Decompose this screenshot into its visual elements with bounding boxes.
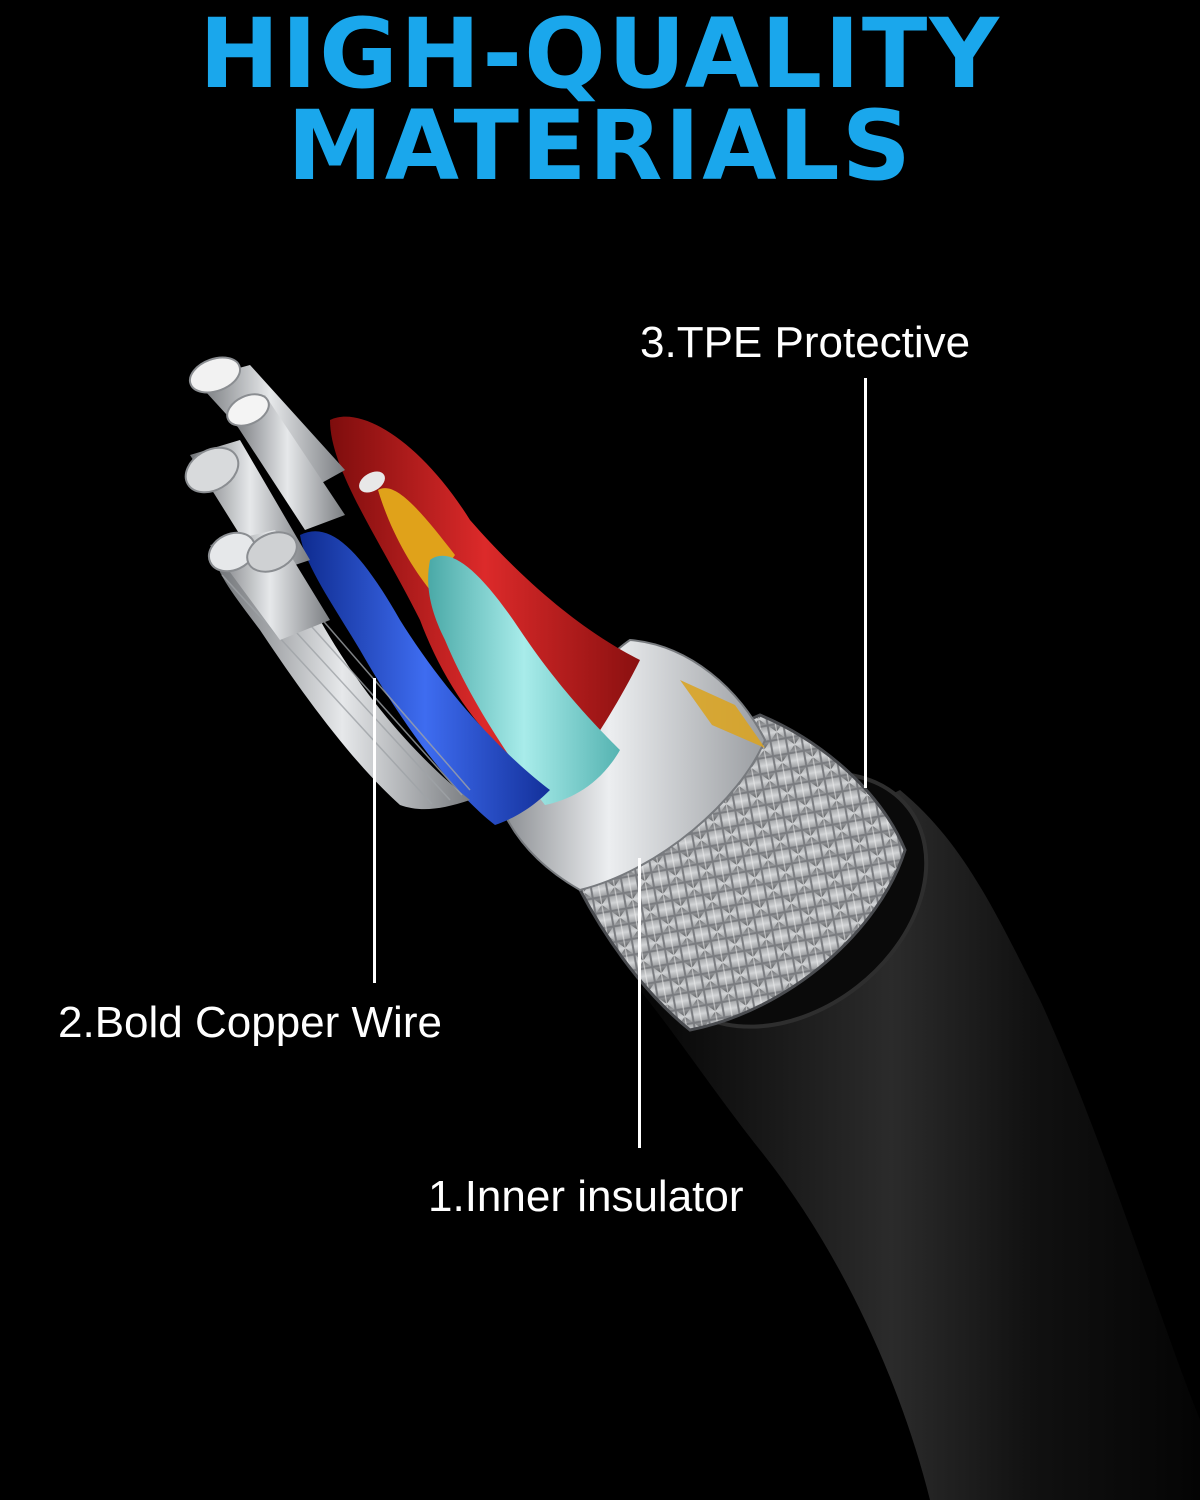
- copper-leader-line: [373, 678, 376, 983]
- wire-cyan: [428, 555, 620, 805]
- conductor-tips: [184, 356, 345, 640]
- tpe-leader-line: [864, 378, 867, 788]
- label-tpe-protective: 3.TPE Protective: [640, 318, 971, 367]
- wire-blue: [300, 531, 550, 825]
- title-line-2: MATERIALS: [287, 90, 913, 202]
- label-bold-copper-wire: 2.Bold Copper Wire: [58, 998, 442, 1047]
- insulator-leader-line: [638, 858, 641, 1148]
- label-inner-insulator: 1.Inner insulator: [428, 1172, 744, 1221]
- page-title: HIGH-QUALITY MATERIALS: [0, 0, 1200, 202]
- title-line-1: HIGH-QUALITY: [199, 0, 1001, 110]
